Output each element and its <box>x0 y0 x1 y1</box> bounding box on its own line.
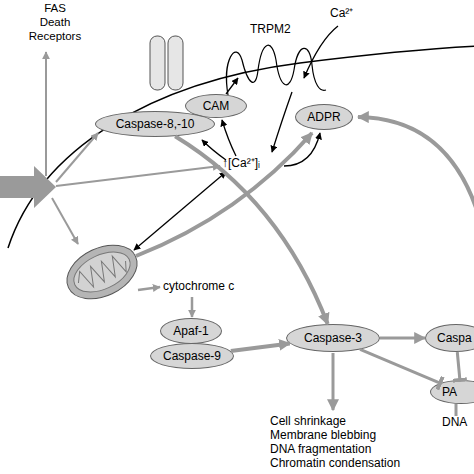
receptor-symbol <box>150 36 165 90</box>
process-ellipse: Caspase-3 <box>286 324 380 352</box>
calcium-arrow <box>272 92 292 152</box>
node-text: PA <box>442 385 457 399</box>
pathway-arrow <box>358 117 474 220</box>
stimulus-arrow <box>0 166 56 208</box>
node-text: Apaf-1 <box>173 324 208 338</box>
pathway-line <box>455 404 458 416</box>
inhibition-connector <box>360 349 440 383</box>
pathway-arrow <box>191 297 194 317</box>
calcium-arrow <box>304 26 338 78</box>
text-label: Ca²⁺ <box>330 6 353 20</box>
pathway-arrow <box>138 287 160 290</box>
calcium-arrow <box>226 78 238 94</box>
node-text: ADPR <box>307 110 340 124</box>
process-ellipse: Caspase-8,-10 <box>95 111 215 137</box>
process-ellipse: Apaf-1 <box>160 318 222 344</box>
node-text: Caspase-9 <box>163 349 221 363</box>
node-text: Caspase-8,-10 <box>116 117 195 131</box>
inhibition-connector <box>457 352 460 380</box>
signal-arrow <box>56 166 220 186</box>
node-text: CAM <box>203 99 230 113</box>
signal-arrow <box>45 52 47 176</box>
receptor-symbol <box>168 36 183 90</box>
signal-arrow <box>56 133 98 182</box>
text-label: Cell shrinkage <box>270 414 346 428</box>
process-ellipse: Caspa <box>425 324 474 352</box>
node-text: Caspase-3 <box>304 331 362 345</box>
node-text: Caspa <box>437 331 472 345</box>
calcium-arrow <box>222 120 236 156</box>
text-label: DNA <box>442 415 467 429</box>
pathway-arrow <box>136 133 312 256</box>
text-label: Chromatin condensation <box>270 456 400 470</box>
process-ellipse: ADPR <box>295 104 353 130</box>
text-label: ↑[Ca²⁺]ᵢ <box>222 156 260 170</box>
activation-arrow <box>231 344 290 352</box>
cristae <box>74 252 130 292</box>
text-label: FAS Death Receptors <box>28 2 82 43</box>
mitochondrion <box>58 235 145 310</box>
text-label: cytochrome c <box>163 279 234 293</box>
pathway-arrow <box>332 353 335 410</box>
activation-arrow <box>175 136 328 324</box>
cell-membrane <box>8 46 474 248</box>
process-ellipse: PA <box>430 380 474 404</box>
mitochondrion-outer <box>58 235 145 310</box>
activation-arrow <box>380 337 425 340</box>
text-label: Membrane blebbing <box>270 428 376 442</box>
text-label: TRPM2 <box>250 22 291 36</box>
mitochondrion-inner <box>68 244 137 300</box>
channel-symbol <box>227 45 326 95</box>
calcium-arrow <box>284 133 320 166</box>
text-label: DNA fragmentation <box>270 442 371 456</box>
process-ellipse: Caspase-9 <box>150 343 234 369</box>
signal-arrow <box>52 198 78 244</box>
